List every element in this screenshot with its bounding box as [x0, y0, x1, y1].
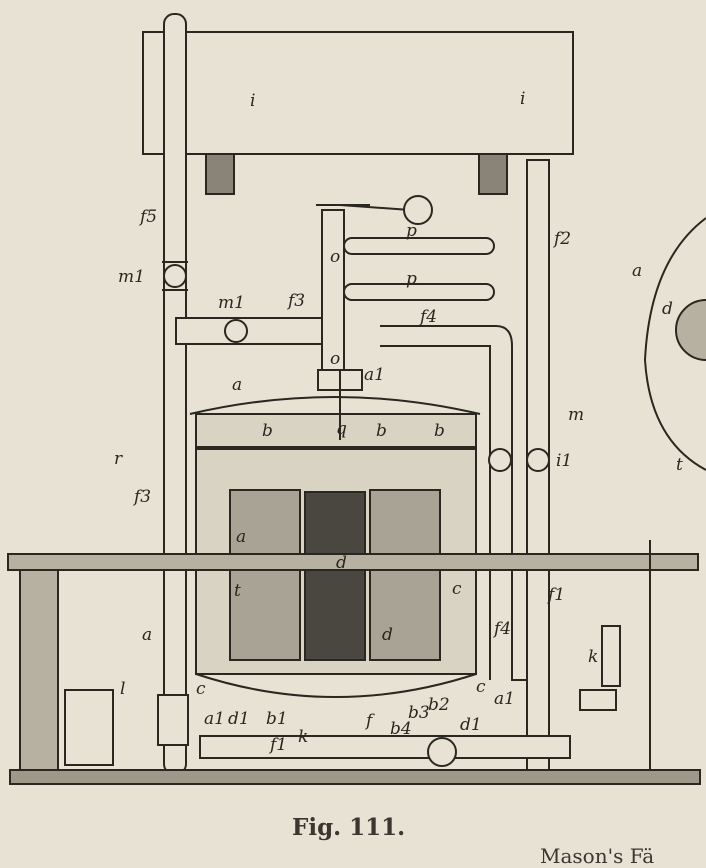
label-d1-bottom: d1: [228, 709, 250, 729]
float-ball: [403, 195, 433, 225]
label-o-upper: o: [330, 247, 340, 267]
label-b3-bottom: b3: [408, 703, 430, 723]
floor-slab: [7, 553, 699, 571]
label-t-left: t: [234, 581, 241, 601]
material-stack-left: [229, 489, 301, 661]
pipe-f1-bottom: [199, 735, 571, 759]
label-a-left: a: [236, 527, 246, 547]
label-m1-left: m1: [118, 267, 145, 287]
label-k: k: [588, 647, 598, 667]
label-l: l: [120, 679, 125, 699]
label-f-bottom: f: [364, 711, 375, 731]
label-tank-right: i: [520, 89, 525, 109]
label-b1-bottom: b1: [266, 709, 288, 729]
label-c-right: c: [452, 579, 462, 599]
detail-circle: [643, 217, 706, 471]
label-f4-top: f4: [418, 307, 437, 327]
pipe-f3-horizontal: [175, 317, 327, 345]
label-f2: f2: [552, 229, 571, 249]
label-f5: f5: [138, 207, 157, 227]
label-p-lower: p: [406, 269, 417, 289]
label-b3: b: [434, 421, 445, 441]
label-o-lower: o: [330, 349, 340, 369]
label-a1-bottom: a1: [204, 709, 225, 729]
label-c-bl: c: [196, 679, 206, 699]
label-f3-top: f3: [286, 291, 305, 311]
label-t-circle: t: [676, 455, 683, 475]
vat-bottom: [195, 673, 477, 698]
label-tank-left: i: [250, 91, 255, 111]
perforated-cylinder-d: [304, 491, 366, 661]
label-d-center: d: [336, 553, 347, 573]
label-m: m: [568, 405, 584, 425]
pipe-p-lower: [343, 283, 495, 301]
pump-l: [157, 694, 189, 746]
valve-k: [579, 689, 617, 711]
label-r: r: [114, 449, 123, 469]
running-text: Mason's Fä: [540, 844, 655, 868]
label-b1: b: [262, 421, 273, 441]
label-f1-bottom: f1: [268, 735, 287, 755]
wall-left: [19, 569, 59, 771]
pump-motor: [64, 689, 114, 766]
valve-m1-left: [162, 261, 188, 291]
tank-support-right: [478, 153, 508, 195]
valve-m: [488, 448, 550, 472]
label-m1-mid: m1: [218, 293, 245, 313]
ground: [9, 769, 701, 785]
pipe-p-upper: [343, 237, 495, 255]
label-b2-bottom: b2: [428, 695, 450, 715]
upper-tank: [142, 31, 574, 155]
label-a1-lid: a1: [364, 365, 385, 385]
pipe-o: [321, 209, 345, 371]
material-stack-right: [369, 489, 441, 661]
vat-lid: [189, 396, 481, 415]
pipe-f5-f3: [163, 13, 187, 775]
float-lever: [316, 204, 411, 211]
label-f1-right: f1: [546, 585, 565, 605]
tank-support-left: [205, 153, 235, 195]
inlet-a1: [317, 369, 363, 440]
label-i1: i1: [556, 451, 572, 471]
label-b2: b: [376, 421, 387, 441]
figure-caption: Fig. 111.: [292, 814, 406, 841]
label-d1-right: d1: [460, 715, 482, 735]
label-k-bottom: k: [298, 727, 308, 747]
label-d-circle: d: [662, 299, 673, 319]
label-d-right: d: [382, 625, 393, 645]
label-a-low: a: [142, 625, 152, 645]
pipe-f4: [380, 325, 528, 681]
label-f3-left: f3: [132, 487, 151, 507]
label-a-circle: a: [632, 261, 642, 281]
label-q: q: [336, 419, 347, 439]
valve-m1-mid: [224, 319, 248, 343]
label-f4-right: f4: [492, 619, 511, 639]
label-b4: b4: [390, 719, 412, 739]
label-p-upper: p: [406, 221, 417, 241]
label-a-lid: a: [232, 375, 242, 395]
label-a1-right: a1: [494, 689, 515, 709]
label-c-bottom-right: c: [476, 677, 486, 697]
